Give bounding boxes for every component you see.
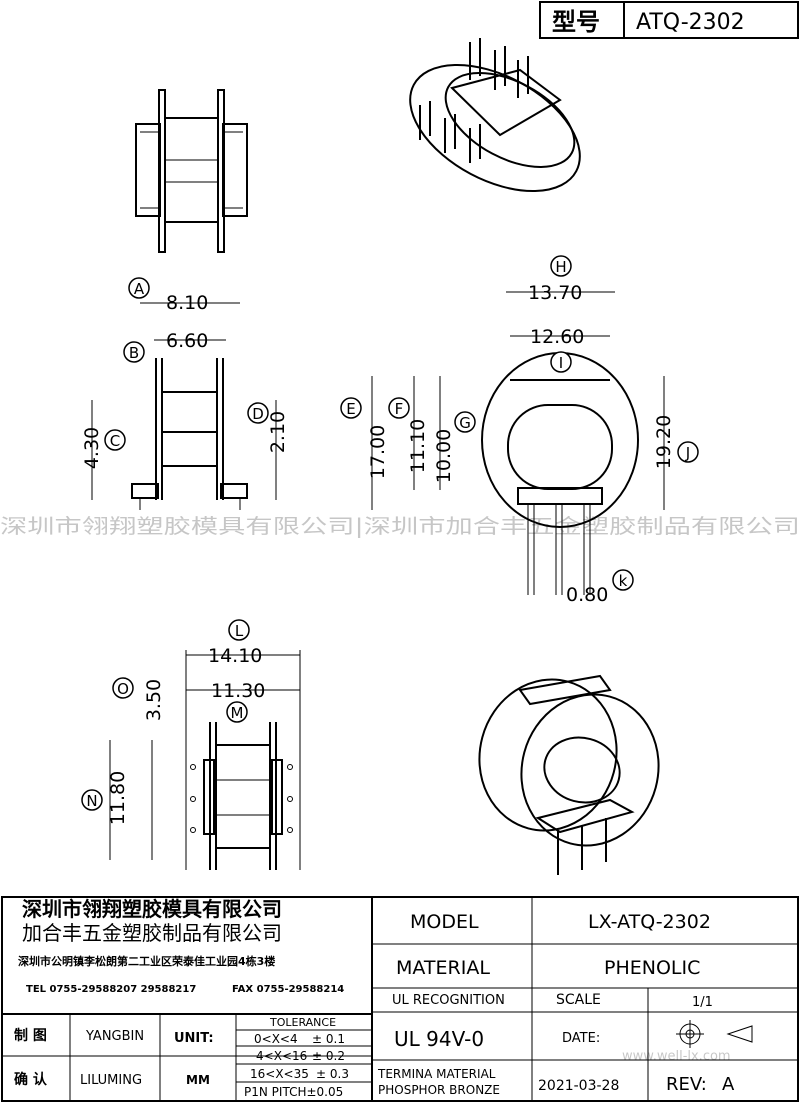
dim-C-letter: C bbox=[110, 432, 120, 450]
dim-N: N 11.80 bbox=[81, 771, 129, 825]
bottom-view bbox=[109, 650, 301, 870]
dim-O: O 3.50 bbox=[112, 677, 165, 721]
tol1-value: ± 0.1 bbox=[312, 1032, 345, 1046]
company-address: 深圳市公明镇李松朗第二工业区荣泰佳工业园4栋3楼 bbox=[18, 954, 275, 968]
company-name-2: 加合丰五金塑胶制品有限公司 bbox=[22, 921, 282, 945]
dim-J: J 19.20 bbox=[653, 415, 699, 469]
dim-E: E 17.00 bbox=[340, 397, 389, 479]
dim-C: C 4.30 bbox=[81, 427, 126, 469]
dim-G-value: 10.00 bbox=[433, 429, 455, 483]
dim-I-letter: I bbox=[559, 354, 563, 372]
dim-I: I 12.60 bbox=[530, 326, 584, 373]
model-label: MODEL bbox=[410, 911, 479, 933]
dim-J-value: 19.20 bbox=[653, 415, 675, 469]
dim-H: H 13.70 bbox=[528, 255, 582, 304]
dim-O-value: 3.50 bbox=[143, 679, 165, 721]
dim-B-letter: B bbox=[129, 344, 139, 362]
dim-D-value: 2.10 bbox=[267, 411, 289, 453]
tol3-range: 16<X<35 bbox=[250, 1067, 309, 1081]
dim-C-value: 4.30 bbox=[81, 427, 103, 469]
dim-B-value: 6.60 bbox=[166, 330, 208, 352]
tol3-value: ± 0.3 bbox=[316, 1067, 349, 1081]
dim-L-value: 14.10 bbox=[208, 645, 262, 667]
company-fax: FAX 0755-29588214 bbox=[232, 984, 344, 995]
dim-L-letter: L bbox=[235, 622, 244, 640]
isometric-view-top bbox=[409, 38, 581, 193]
terminal-material-value: PHOSPHOR BRONZE bbox=[378, 1083, 500, 1097]
dim-M-letter: M bbox=[231, 704, 244, 722]
unit-label: UNIT: bbox=[174, 1031, 214, 1046]
dim-A-value: 8.10 bbox=[166, 292, 208, 314]
header-model-label: 型号 bbox=[552, 8, 600, 36]
dim-N-value: 11.80 bbox=[107, 771, 129, 825]
dim-K-letter: k bbox=[619, 572, 628, 590]
company-tel: TEL 0755-29588207 29588217 bbox=[26, 984, 196, 995]
dim-A-badge bbox=[128, 277, 150, 299]
dim-A: A 8.10 bbox=[128, 277, 208, 314]
dim-L: L 14.10 bbox=[208, 619, 262, 667]
checked-value: LILUMING bbox=[80, 1073, 142, 1088]
date-value: 2021-03-28 bbox=[538, 1078, 619, 1094]
corner-watermark: www.well-lx.com bbox=[622, 1049, 731, 1064]
dim-H-letter: H bbox=[555, 258, 566, 276]
dim-B-badge bbox=[123, 341, 145, 363]
side-view bbox=[91, 302, 277, 510]
front-view-top bbox=[135, 89, 248, 253]
drawn-value: YANGBIN bbox=[85, 1029, 144, 1044]
isometric-view-bottom bbox=[478, 674, 660, 875]
dim-N-letter: N bbox=[86, 792, 97, 810]
model-value: LX-ATQ-2302 bbox=[588, 911, 711, 933]
scale-label: SCALE bbox=[556, 992, 601, 1008]
dim-B: B 6.60 bbox=[123, 330, 208, 363]
dim-G-letter: G bbox=[459, 414, 471, 432]
tolerance-label: TOLERANCE bbox=[269, 1016, 336, 1029]
unit-value: MM bbox=[186, 1073, 210, 1087]
header-model-box: 型号 ATQ-2302 bbox=[539, 1, 799, 39]
ul-value: UL 94V-0 bbox=[394, 1027, 484, 1051]
dim-M: M 11.30 bbox=[211, 680, 265, 723]
tol2-range: 4<X<16 bbox=[256, 1049, 307, 1063]
drawn-label: 制 图 bbox=[14, 1027, 47, 1044]
scale-value: 1/1 bbox=[692, 995, 713, 1010]
dim-G: G 10.00 bbox=[433, 411, 476, 483]
dim-D-badge bbox=[247, 402, 269, 424]
material-value: PHENOLIC bbox=[604, 957, 700, 979]
dim-K-value: 0.80 bbox=[566, 584, 608, 606]
dim-E-value: 17.00 bbox=[367, 425, 389, 479]
tol1-range: 0<X<4 bbox=[254, 1032, 298, 1046]
dim-A-letter: A bbox=[134, 280, 145, 298]
dim-F-value: 11.10 bbox=[407, 419, 429, 473]
header-model-value: ATQ-2302 bbox=[636, 10, 745, 35]
dim-O-letter: O bbox=[117, 680, 129, 698]
pin-pitch: P1N PITCH±0.05 bbox=[244, 1085, 343, 1099]
dim-D: D 2.10 bbox=[247, 402, 289, 453]
company-name-1: 深圳市翎翔塑胶模具有限公司 bbox=[22, 897, 282, 921]
rev-value: A bbox=[722, 1074, 735, 1095]
dim-F-letter: F bbox=[395, 400, 404, 418]
checked-label: 确 认 bbox=[14, 1071, 48, 1088]
material-label: MATERIAL bbox=[396, 957, 490, 979]
rev-label: REV: bbox=[666, 1074, 707, 1095]
projection-symbol bbox=[676, 1020, 753, 1048]
ul-recognition-label: UL RECOGNITION bbox=[392, 993, 505, 1008]
terminal-material-label: TERMINA MATERIAL bbox=[377, 1067, 496, 1081]
dim-F: F 11.10 bbox=[388, 397, 429, 473]
date-label: DATE: bbox=[562, 1031, 600, 1046]
dim-E-letter: E bbox=[346, 400, 355, 418]
dim-H-value: 13.70 bbox=[528, 282, 582, 304]
dim-K: k 0.80 bbox=[566, 569, 634, 606]
title-block: 深圳市翎翔塑胶模具有限公司 加合丰五金塑胶制品有限公司 深圳市公明镇李松朗第二工… bbox=[1, 896, 799, 1102]
watermark-text: 深圳市翎翔塑胶模具有限公司|深圳市加合丰五金塑胶制品有限公司 bbox=[0, 514, 800, 538]
dim-M-value: 11.30 bbox=[211, 680, 265, 702]
dim-J-letter: J bbox=[685, 444, 690, 462]
dim-C-badge bbox=[104, 429, 126, 451]
dim-D-letter: D bbox=[252, 405, 264, 423]
dim-I-value: 12.60 bbox=[530, 326, 584, 348]
tol2-value: ± 0.2 bbox=[312, 1049, 345, 1063]
